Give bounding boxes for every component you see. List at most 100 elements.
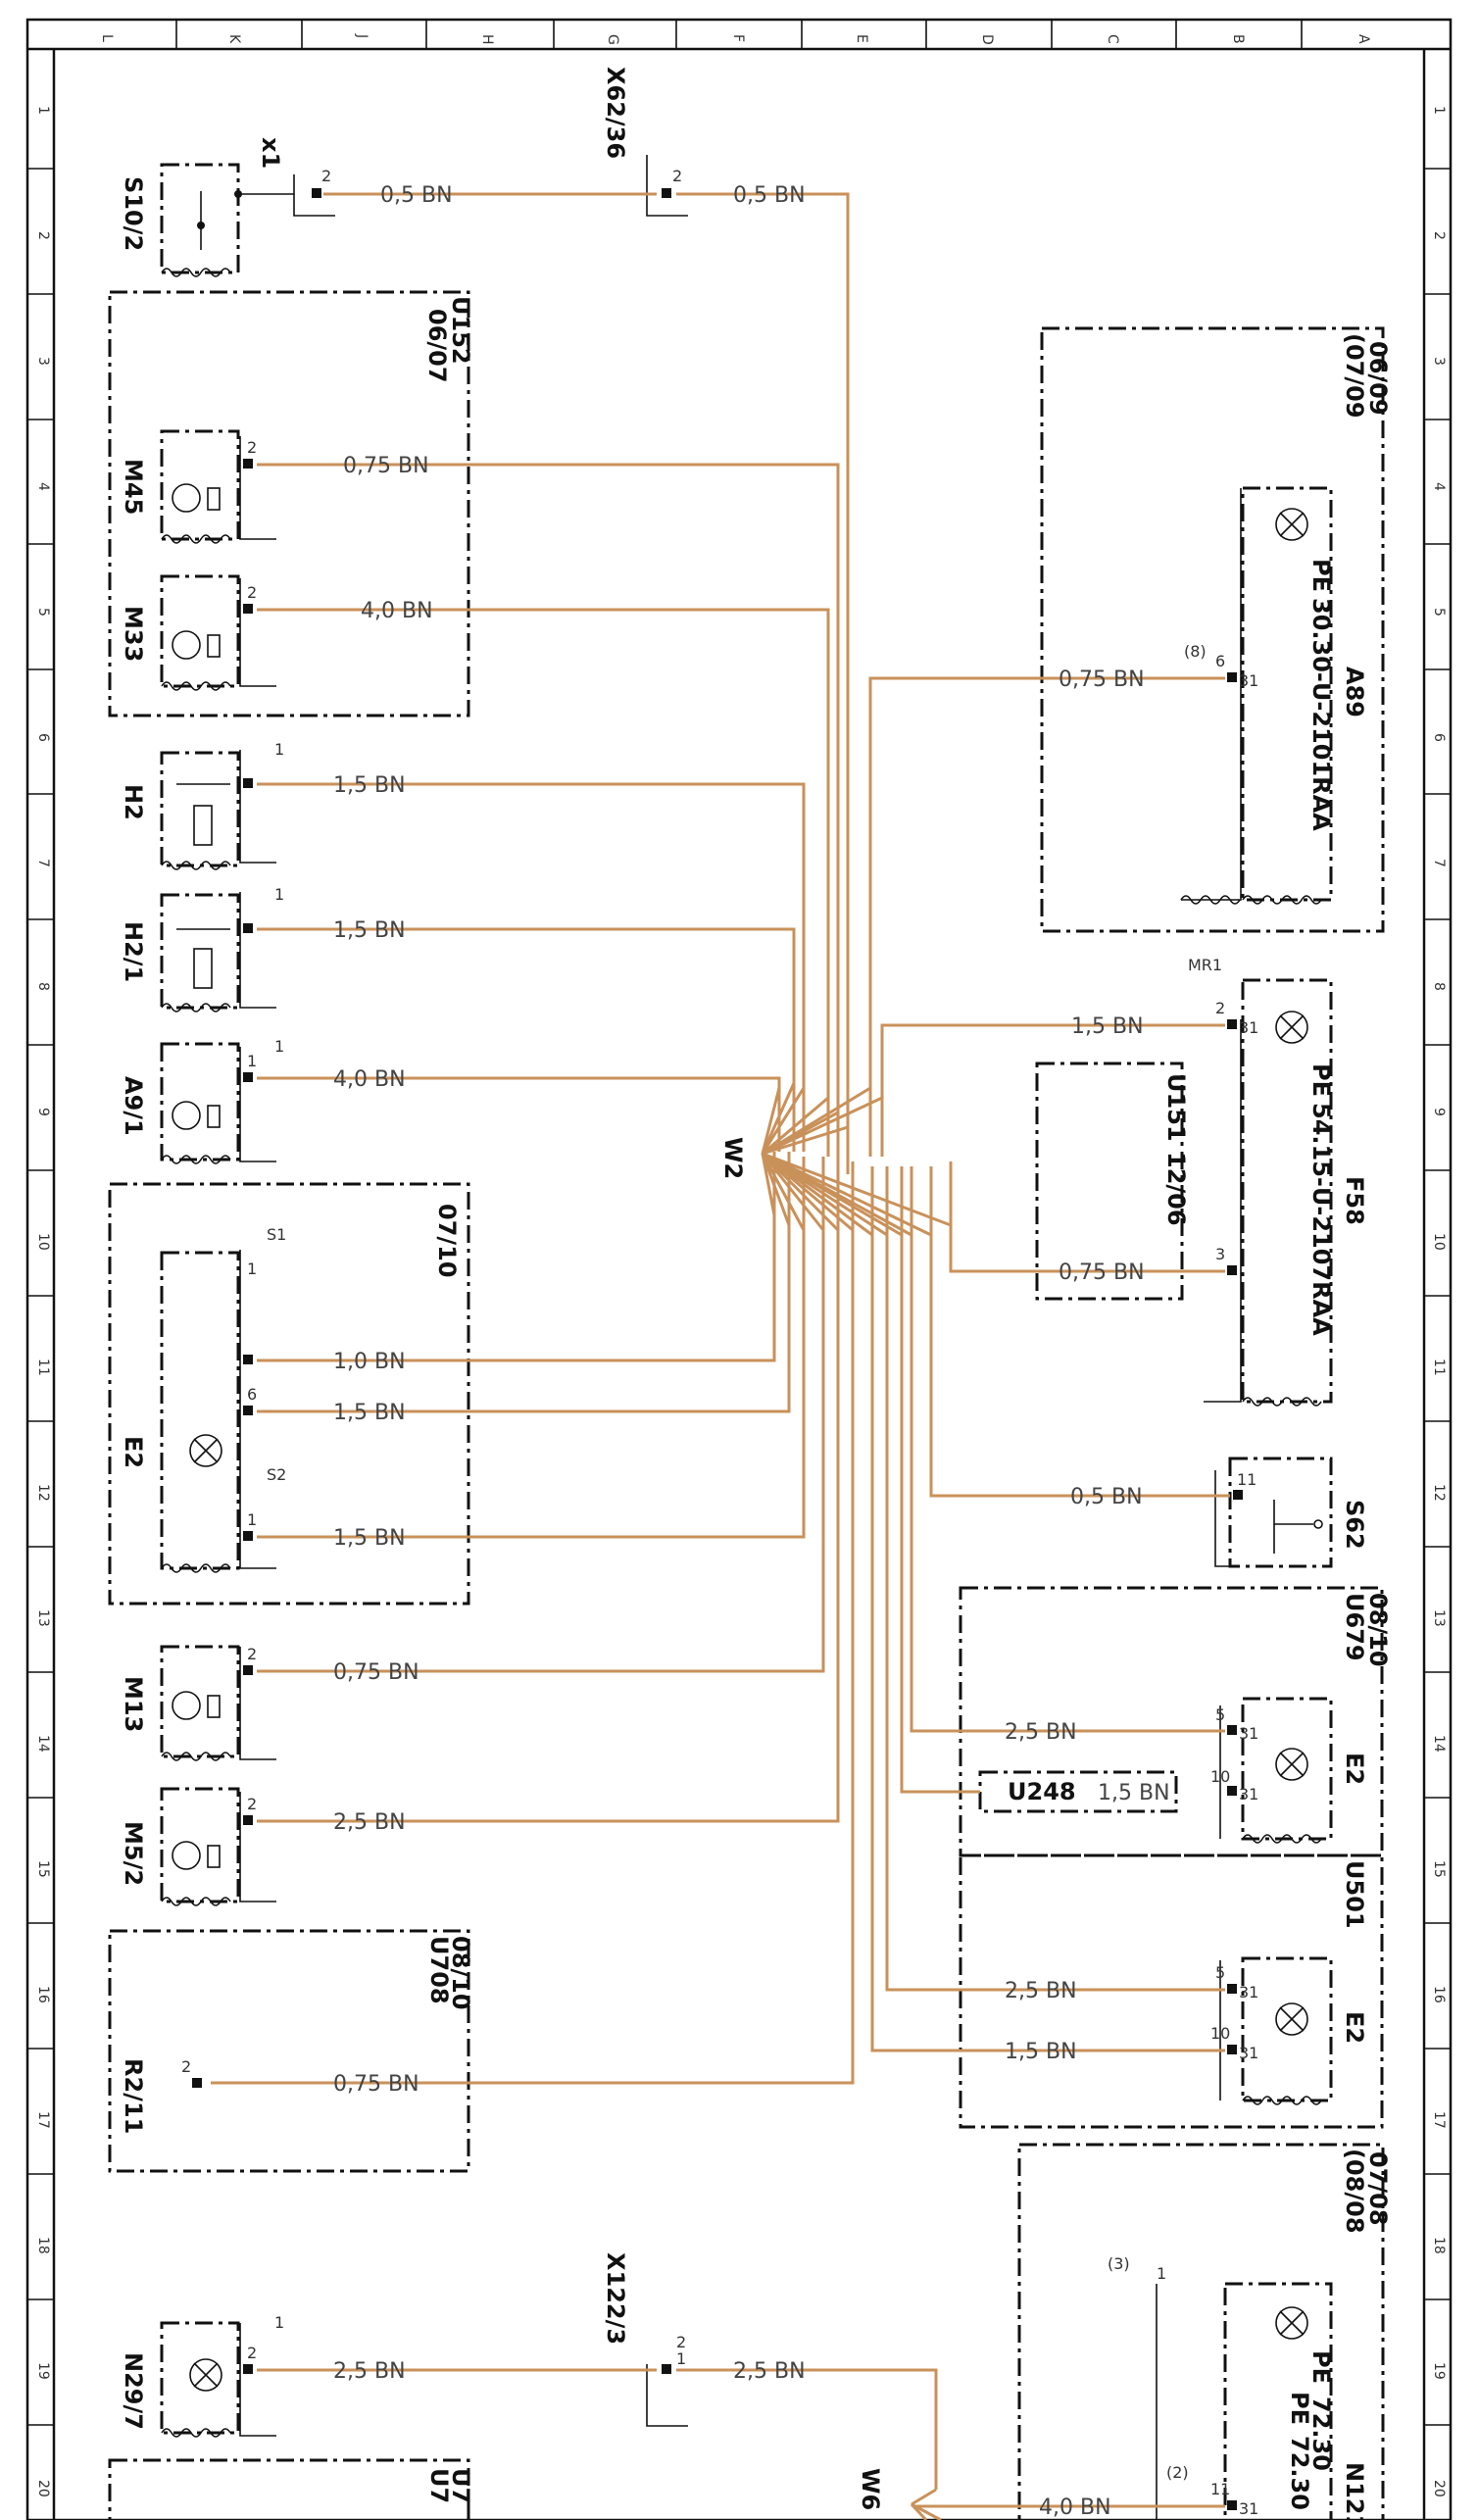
row-label: 18 — [35, 2237, 51, 2254]
u248-label: U248 — [1008, 1778, 1076, 1805]
wire-label: 0,75 BN — [1059, 1260, 1145, 1285]
row-label: 5 — [1431, 608, 1447, 617]
col-label: E — [854, 34, 869, 43]
col-label: F — [730, 34, 746, 42]
row-label: 18 — [1431, 2237, 1447, 2254]
wire-label: 0,5 BN — [380, 183, 453, 208]
pin-number: 2 — [181, 2057, 191, 2076]
wire-label: 0,75 BN — [333, 1660, 419, 1685]
a89-part: 30.30-U-2101RAA — [1307, 598, 1335, 831]
row-label: 9 — [35, 1108, 51, 1116]
pin-number: 31 — [1239, 2044, 1258, 2062]
heater-icon — [176, 783, 230, 846]
row-label: 20 — [1431, 2480, 1447, 2497]
row-label: 10 — [1431, 1233, 1447, 1251]
f58-inner-box — [1241, 978, 1333, 1404]
e2-u501-label: E2 — [1341, 2011, 1368, 2044]
wire-label: 0,75 BN — [333, 2072, 419, 2097]
e2-group-ref: 07/10 — [433, 1204, 461, 1278]
row-label: 2 — [35, 231, 51, 240]
a89-outer-box — [1040, 326, 1385, 933]
wire-label: 0,5 BN — [1070, 1485, 1143, 1509]
u7-box — [108, 2458, 470, 2520]
row-label: 17 — [1431, 2111, 1447, 2129]
col-label: B — [1230, 34, 1246, 44]
row-label: 1 — [35, 106, 51, 115]
f58-part: 54.15-U-2107RAA — [1307, 1103, 1335, 1336]
m5-2-label: M5/2 — [120, 1821, 147, 1886]
n121-ref2: (08/08 — [1341, 2149, 1368, 2234]
col-label: J — [354, 33, 370, 38]
h2-1-label: H2/1 — [120, 921, 147, 982]
motor-icon — [172, 1691, 221, 1720]
row-label: 12 — [1431, 1484, 1447, 1502]
a9-1-label: A9/1 — [120, 1076, 147, 1136]
pin-number: 2 — [247, 2344, 257, 2362]
a89-label: A89 — [1341, 667, 1368, 717]
e2-u501-inner-box — [1241, 1956, 1333, 2102]
row-label: 14 — [35, 1735, 51, 1753]
u679-label: U679 — [1341, 1593, 1368, 1661]
pin-markers — [192, 188, 1243, 2510]
pin-number: 31 — [1239, 1018, 1258, 1037]
pin-number: 11 — [1237, 1470, 1256, 1489]
u708-label: U708 — [425, 1936, 453, 2004]
pin-number: 2 — [672, 167, 682, 185]
pin-number: 2 — [247, 583, 257, 602]
wire-label: 2,5 BN — [1005, 1979, 1077, 2003]
pin-number: 2 — [321, 167, 331, 185]
pin-number: 1 — [274, 2313, 284, 2332]
col-label: C — [1105, 34, 1120, 44]
lamp-icon — [189, 2358, 222, 2392]
splice-w2-label: W2 — [719, 1137, 747, 1179]
row-label: 10 — [35, 1233, 51, 1251]
pin-number: 3 — [1215, 1245, 1225, 1263]
col-label: D — [979, 34, 995, 45]
lamp-icon — [1275, 1011, 1308, 1044]
row-label: 19 — [35, 2362, 51, 2380]
u152-ref: 06/07 — [423, 309, 451, 383]
m13-label: M13 — [120, 1676, 147, 1732]
e2-left-label: E2 — [120, 1436, 147, 1468]
wire-label: 0,75 BN — [1059, 667, 1145, 692]
row-label: 3 — [1431, 357, 1447, 366]
pin-number: 1 — [247, 1510, 257, 1529]
n121-inner-box — [1223, 2282, 1333, 2520]
pin-number: 1 — [247, 1052, 257, 1070]
wire-label: 2,5 BN — [733, 2359, 806, 2384]
wire-label: 1,5 BN — [333, 1401, 406, 1425]
h2-label: H2 — [120, 784, 147, 820]
row-label: 7 — [35, 859, 51, 867]
switch-icons — [197, 190, 1323, 1554]
pin-number: 31 — [1239, 1983, 1258, 2001]
u7-label: U7 — [425, 2468, 453, 2503]
wire-label: 1,5 BN — [1071, 1014, 1144, 1039]
a89-ref: 06/09 — [1364, 341, 1392, 416]
switch-icon — [1273, 1500, 1323, 1554]
u151-label: U151 — [1162, 1073, 1190, 1142]
row-label: 3 — [35, 357, 51, 366]
col-label: L — [99, 34, 115, 42]
wire-labels: 0,5 BN 0,5 BN 0,75 BN 4,0 BN 1,5 BN 1,5 … — [333, 183, 1170, 2520]
motor-icon — [172, 1101, 221, 1130]
col-label: A — [1355, 34, 1371, 44]
w2-fan — [761, 1082, 952, 1237]
row-label: 11 — [35, 1359, 51, 1376]
row-label: 2 — [1431, 231, 1447, 240]
row-label: 1 — [1431, 106, 1447, 115]
motor-icon — [172, 1841, 221, 1870]
n121-label: N121/ — [1341, 2462, 1368, 2520]
wire-label: 1,5 BN — [1005, 2040, 1077, 2064]
pin-number: 2 — [247, 438, 257, 457]
m13-box — [160, 1645, 240, 1758]
a89-inner-box — [1241, 486, 1333, 902]
u501-label: U501 — [1341, 1860, 1368, 1929]
e2-left-box — [160, 1251, 240, 1570]
n121-pe2: PE — [1286, 2392, 1313, 2425]
h2-1-box — [160, 893, 240, 1010]
motor-icon — [172, 483, 221, 513]
row-label: 16 — [35, 1986, 51, 2003]
lamp-icon — [189, 1434, 222, 1467]
pin-number: 1 — [247, 1260, 257, 1278]
